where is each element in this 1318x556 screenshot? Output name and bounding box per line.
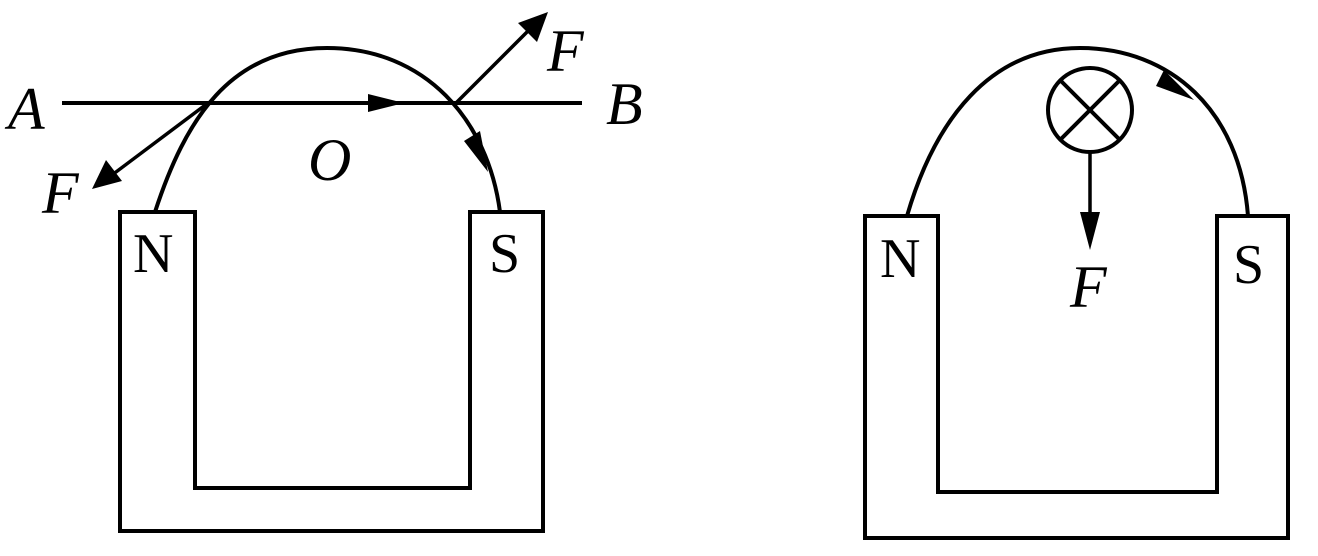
current-into-page-icon — [1046, 66, 1134, 154]
left-force-arrow-lower — [110, 101, 210, 177]
label-point-b: B — [606, 71, 643, 137]
right-field-line — [905, 45, 1250, 217]
left-current-arrowhead — [368, 94, 404, 112]
left-horseshoe-magnet — [118, 210, 545, 533]
label-force-upper: F — [546, 18, 585, 84]
left-field-line — [153, 45, 502, 213]
label-pole-north-left: N — [133, 223, 173, 285]
label-pole-south-right: S — [1233, 234, 1264, 296]
right-force-arrowhead — [1080, 212, 1100, 250]
right-figure: F N S — [863, 45, 1290, 540]
right-field-arrowhead — [1156, 70, 1194, 100]
left-field-arrowhead — [464, 131, 488, 172]
left-figure: A B O F F N S — [4, 12, 643, 533]
left-force-arrowhead-upper — [518, 12, 548, 42]
label-pole-south-left: S — [489, 223, 520, 285]
right-horseshoe-magnet — [863, 214, 1290, 540]
left-force-arrow-upper — [454, 25, 534, 105]
label-center-o: O — [308, 127, 351, 193]
label-point-a: A — [4, 76, 45, 142]
label-force-right: F — [1069, 254, 1108, 320]
label-pole-north-right: N — [880, 228, 920, 290]
label-force-lower: F — [41, 160, 80, 226]
left-force-arrowhead-lower — [92, 160, 122, 189]
